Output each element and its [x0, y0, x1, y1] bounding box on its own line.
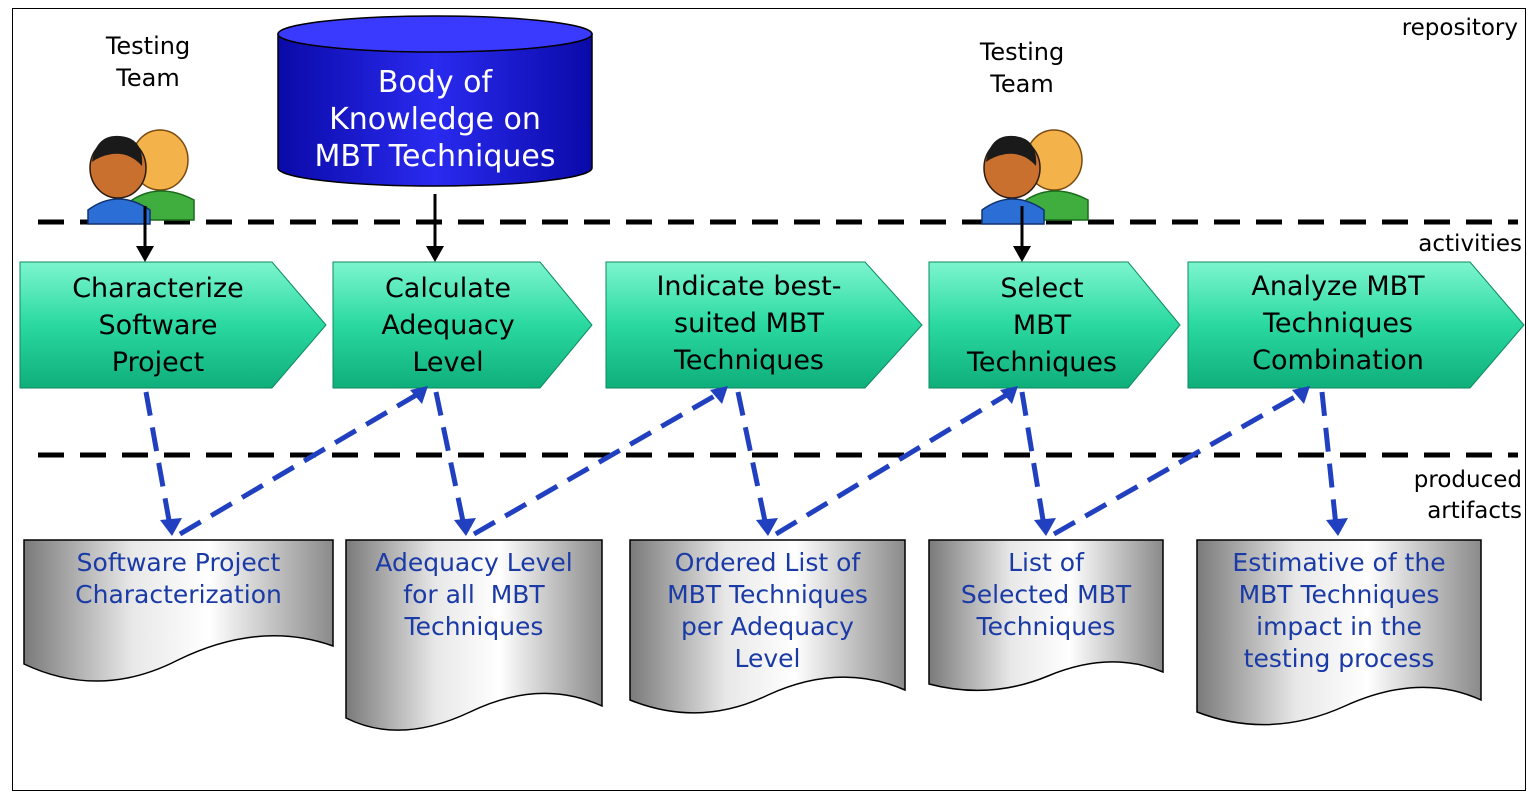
team-label-line: Team	[990, 70, 1054, 98]
repository-label-line: MBT Techniques	[314, 139, 556, 174]
artifact-line: Estimative of the	[1232, 548, 1446, 577]
arrow-team-to-characterize	[136, 206, 154, 262]
activity-calculate: Calculate Adequacy Level	[333, 270, 563, 381]
document-icon	[23, 539, 334, 682]
diagram-frame	[12, 8, 1526, 791]
artifact-line: for all MBT	[403, 580, 545, 609]
activity-select: Select MBT Techniques	[929, 270, 1155, 381]
arrow-team-to-select	[1013, 206, 1031, 262]
artifact-line: Techniques	[976, 612, 1116, 641]
artifact-line: testing process	[1243, 644, 1435, 673]
artifact-line: Selected MBT	[960, 580, 1132, 609]
artifact-line: MBT Techniques	[667, 580, 868, 609]
activity-line: suited MBT	[674, 308, 824, 339]
artifact-line: List of	[1008, 548, 1084, 577]
team-label-line: Testing	[979, 38, 1065, 66]
lane-label-produced: produced	[1413, 467, 1522, 493]
artifact-ordered-list: Ordered List of MBT Techniques per Adequ…	[630, 547, 905, 675]
artifact-line: impact in the	[1256, 612, 1422, 641]
flow-arrowheads	[160, 386, 1348, 536]
activity-line: Characterize	[72, 273, 244, 304]
database-icon	[277, 15, 593, 187]
repository-label: Body of Knowledge on MBT Techniques	[278, 64, 592, 175]
repository-label-line: Knowledge on	[329, 102, 541, 137]
activity-line: Software	[98, 310, 218, 341]
repository-label-line: Body of	[377, 65, 493, 100]
activity-line: MBT	[1012, 310, 1072, 341]
activity-line: Calculate	[384, 273, 512, 304]
people-icon	[87, 129, 195, 225]
activity-shape-analyze	[1187, 261, 1525, 389]
activity-line: Adequacy	[381, 310, 515, 341]
artifact-characterization: Software Project Characterization	[24, 547, 333, 611]
lane-label-activities: activities	[1418, 231, 1522, 257]
document-icon	[928, 539, 1164, 692]
activity-line: Level	[412, 347, 484, 378]
team-label-2: Testing Team	[932, 36, 1112, 100]
activity-shape-calculate	[332, 261, 593, 389]
artifact-estimative: Estimative of the MBT Techniques impact …	[1197, 547, 1481, 675]
activity-line: Techniques	[1262, 308, 1414, 339]
artifact-line: Level	[734, 644, 801, 673]
document-icon	[629, 539, 906, 714]
artifact-selected-list: List of Selected MBT Techniques	[929, 547, 1163, 643]
artifact-line: per Adequacy	[681, 612, 854, 641]
activity-analyze: Analyze MBT Techniques Combination	[1188, 268, 1488, 379]
activity-line: Techniques	[673, 345, 825, 376]
activity-indicate: Indicate best- suited MBT Techniques	[606, 268, 892, 379]
activity-line: Analyze MBT	[1251, 271, 1425, 302]
artifact-adequacy-level: Adequacy Level for all MBT Techniques	[346, 547, 602, 643]
document-icon	[345, 539, 603, 731]
lane-label-repository: repository	[1401, 15, 1518, 41]
arrow-repository-to-calculate	[426, 194, 444, 262]
team-label-line: Testing	[105, 32, 191, 60]
artifact-line: Characterization	[75, 580, 282, 609]
artifact-line: Software Project	[76, 548, 281, 577]
activity-shape-select	[928, 261, 1181, 389]
artifact-line: Techniques	[404, 612, 544, 641]
people-icon	[981, 129, 1089, 225]
activity-line: Select	[1000, 273, 1084, 304]
artifact-line: Ordered List of	[674, 548, 861, 577]
team-label-1: Testing Team	[58, 30, 238, 94]
lane-label-artifacts: artifacts	[1427, 498, 1522, 524]
activity-shape-indicate	[605, 261, 923, 389]
activity-line: Techniques	[966, 347, 1118, 378]
activity-characterize: Characterize Software Project	[24, 270, 292, 381]
artifact-line: MBT Techniques	[1238, 580, 1440, 609]
flow-dashed-arrows	[143, 391, 1339, 537]
team-label-line: Team	[116, 64, 180, 92]
activity-line: Project	[111, 347, 205, 378]
activity-line: Indicate best-	[656, 271, 842, 302]
artifact-line: Adequacy Level	[375, 548, 573, 577]
activity-shape-characterize	[19, 261, 327, 389]
document-icon	[1196, 539, 1482, 726]
activity-line: Combination	[1252, 345, 1424, 376]
